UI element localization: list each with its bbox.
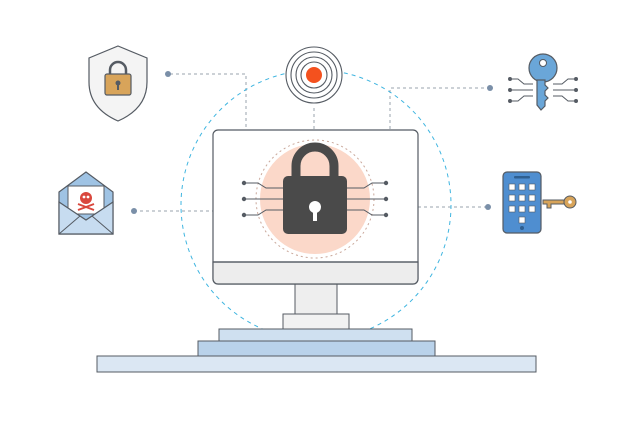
stand-foot: [282, 313, 350, 330]
stand-neck: [294, 283, 338, 315]
node-top-right: [487, 85, 493, 91]
key-blade: [536, 79, 549, 111]
digital-key-icon: [508, 53, 578, 111]
padlock-keyhole: [309, 201, 321, 213]
key-bow: [528, 53, 558, 83]
phone-keypad: [508, 183, 536, 224]
connector-top-right: [389, 87, 490, 130]
target-core: [306, 67, 322, 83]
mobile-keypad-key-icon: [502, 171, 577, 234]
padlock-shackle: [291, 142, 339, 178]
circuit-left: [246, 182, 283, 216]
desk-bottom: [96, 355, 537, 373]
monitor-base: [96, 283, 537, 373]
node-middle-left: [131, 208, 137, 214]
shield-lock-keyhole: [115, 80, 121, 86]
monitor-chin: [212, 261, 419, 285]
shield-lock-icon: [88, 45, 148, 122]
connector-lines: [134, 73, 490, 212]
padlock-keyhole-slot: [313, 210, 317, 221]
envelope-front: [58, 200, 114, 235]
node-middle-right: [485, 204, 491, 210]
target-icon: [285, 46, 343, 104]
connector-nodes: [131, 71, 493, 214]
circuit-right: [347, 182, 384, 216]
shield-lock-shackle: [108, 60, 128, 75]
phone-body: [502, 171, 542, 234]
desk-middle: [197, 340, 436, 357]
circuit-left-dots: [241, 180, 247, 218]
circuit-right-dots: [383, 180, 389, 218]
connector-top-left: [170, 73, 247, 130]
malware-email-icon: [58, 171, 114, 235]
skull-icon: [77, 192, 95, 211]
desk-top: [218, 328, 413, 342]
node-top-left: [165, 71, 171, 77]
small-key-icon: [542, 195, 577, 209]
